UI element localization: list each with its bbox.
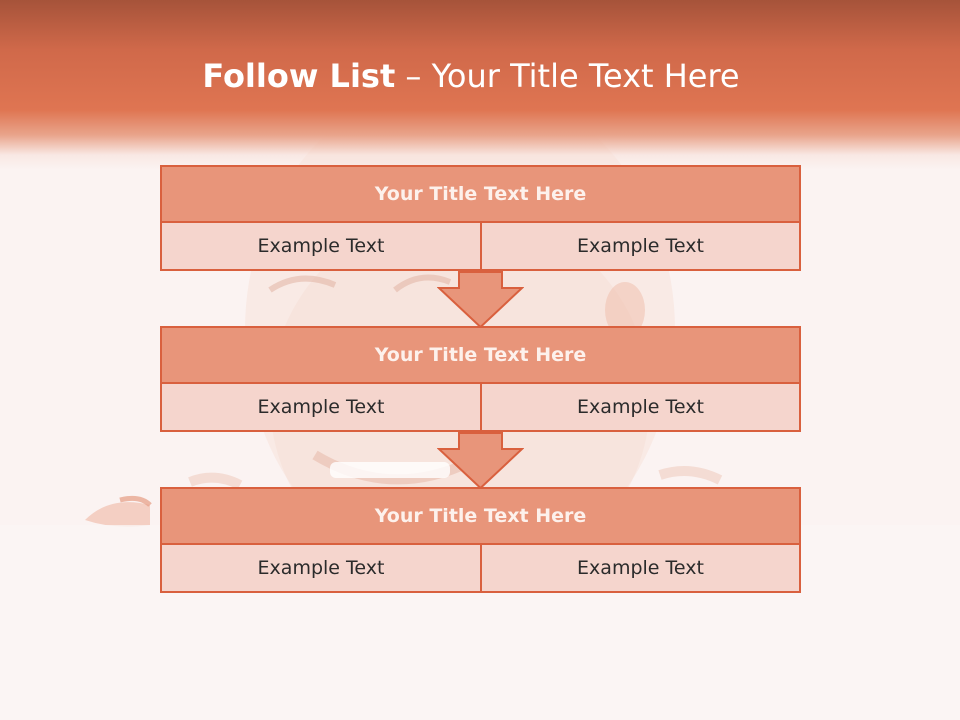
- down-arrow-icon: [437, 432, 524, 490]
- slide-title-strong: Follow List: [202, 57, 396, 95]
- header-band: [0, 0, 960, 170]
- slide-title: Follow List – Your Title Text Here: [0, 52, 942, 100]
- block-cell-right: Example Text: [480, 382, 801, 432]
- list-block: Your Title Text Here Example Text Exampl…: [160, 326, 801, 432]
- list-block: Your Title Text Here Example Text Exampl…: [160, 165, 801, 271]
- block-cell-right: Example Text: [480, 543, 801, 593]
- block-cell-left: Example Text: [160, 543, 482, 593]
- block-cell-left: Example Text: [160, 382, 482, 432]
- block-title: Your Title Text Here: [160, 165, 801, 223]
- block-title: Your Title Text Here: [160, 487, 801, 545]
- list-block: Your Title Text Here Example Text Exampl…: [160, 487, 801, 593]
- block-cell-right: Example Text: [480, 221, 801, 271]
- block-title: Your Title Text Here: [160, 326, 801, 384]
- down-arrow-icon: [437, 271, 524, 329]
- slide-title-light: – Your Title Text Here: [395, 57, 740, 95]
- block-cell-left: Example Text: [160, 221, 482, 271]
